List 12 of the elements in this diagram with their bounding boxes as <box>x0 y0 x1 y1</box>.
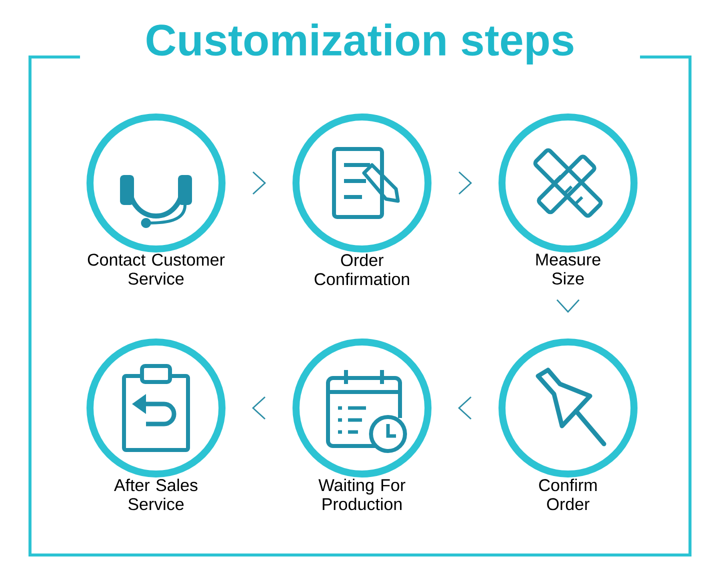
chevron-arrow <box>556 299 580 313</box>
node-label: Confirm Order <box>539 478 597 510</box>
chevron-arrow <box>458 171 472 195</box>
chevron-arrow <box>252 396 266 420</box>
chevron-arrow <box>252 171 266 195</box>
chevron-arrow <box>458 396 472 420</box>
node-label: Waiting For Production <box>318 478 406 510</box>
node-label: Measure Size <box>536 254 600 285</box>
node-label: Contact Customer Service <box>88 254 225 285</box>
node-label: Order Confirmation <box>314 254 410 286</box>
title: Customization steps <box>146 24 574 64</box>
node-label: After Sales Service <box>114 478 198 510</box>
